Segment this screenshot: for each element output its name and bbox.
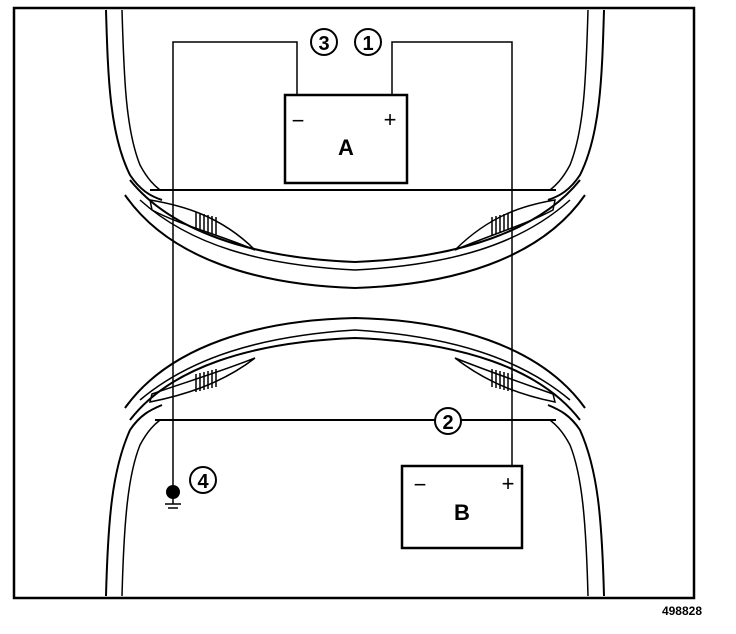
callout-1: 1 bbox=[350, 28, 386, 58]
cable-negative bbox=[172, 41, 298, 488]
battery-b-label: B bbox=[454, 500, 470, 525]
vehicle-a-right-side bbox=[547, 9, 605, 201]
vehicle-b-bumper-inner bbox=[129, 336, 581, 421]
vehicle-a-bumper-mid bbox=[139, 199, 571, 271]
reference-code: 498828 bbox=[661, 604, 702, 618]
vehicle-b bbox=[105, 316, 605, 597]
vehicle-a-right-inner bbox=[549, 9, 589, 191]
vehicle-a-headlight-left bbox=[149, 199, 256, 251]
callout-4-label: 4 bbox=[197, 471, 209, 493]
ground-icon bbox=[165, 485, 181, 509]
vehicle-b-left-inner bbox=[121, 419, 161, 597]
battery-a-positive-sign: + bbox=[384, 107, 397, 132]
callout-3-label: 3 bbox=[318, 33, 329, 55]
battery-b-positive-sign: + bbox=[502, 471, 515, 496]
battery-b: − + B bbox=[400, 464, 524, 550]
battery-a-body bbox=[283, 93, 409, 185]
vehicle-b-right-inner bbox=[549, 419, 589, 597]
callout-3: 3 bbox=[306, 28, 342, 58]
callout-2-label: 2 bbox=[442, 412, 453, 434]
battery-a: − + A bbox=[283, 93, 409, 185]
vehicle-b-headlight-right bbox=[454, 357, 557, 403]
battery-a-label: A bbox=[338, 135, 354, 160]
diagram-frame bbox=[12, 6, 696, 600]
callout-4: 4 bbox=[189, 466, 217, 494]
callout-2: 2 bbox=[434, 407, 462, 435]
vehicle-a-bumper-outer bbox=[124, 194, 586, 290]
vehicle-b-left-side bbox=[105, 404, 163, 597]
vehicle-b-bumper-mid bbox=[139, 329, 571, 401]
battery-a-negative-sign: − bbox=[292, 108, 305, 133]
vehicle-a-left-inner bbox=[121, 9, 161, 191]
vehicle-a-left-side bbox=[105, 9, 163, 201]
battery-b-body bbox=[400, 464, 524, 550]
vehicle-b-right-side bbox=[547, 404, 605, 597]
jumper-cables bbox=[172, 41, 513, 488]
vehicle-b-headlight-left bbox=[148, 357, 256, 403]
callout-1-label: 1 bbox=[362, 33, 373, 55]
battery-b-negative-sign: − bbox=[414, 472, 427, 497]
vehicle-a-headlight-right bbox=[454, 199, 556, 251]
vehicle-b-bumper-outer bbox=[124, 316, 586, 409]
cable-positive bbox=[391, 41, 513, 466]
vehicle-a-grille-left bbox=[195, 212, 217, 235]
vehicle-b-grille-left bbox=[195, 369, 217, 392]
